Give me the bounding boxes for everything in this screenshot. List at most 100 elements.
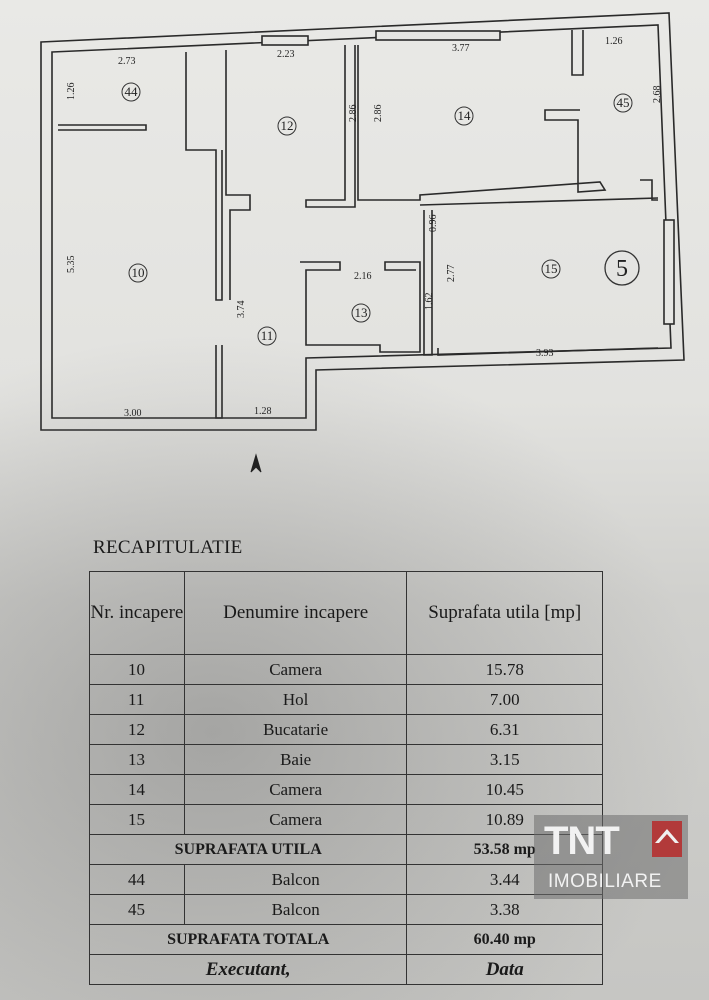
dim-3-74: 3.74 xyxy=(236,301,247,319)
room-circle-14 xyxy=(454,106,474,126)
useful-area-row: SUPRAFATA UTILA 53.58 mp xyxy=(88,834,603,865)
room-label-15: 15 xyxy=(545,261,558,276)
room-circle-13 xyxy=(351,303,371,323)
room-label-13: 13 xyxy=(355,305,368,320)
wall-10-11 xyxy=(185,52,223,301)
dim-2-68: 2.68 xyxy=(652,86,663,104)
cell-area: 3.38 xyxy=(406,894,603,925)
room-label-10: 10 xyxy=(132,265,145,280)
dim-2-16: 2.16 xyxy=(354,271,372,282)
room-label-44: 44 xyxy=(125,84,139,99)
north-arrow-icon xyxy=(250,453,262,473)
room-label-12: 12 xyxy=(281,118,294,133)
dim-1-26b: 1.26 xyxy=(605,36,623,47)
cell-nr: 44 xyxy=(89,864,185,895)
cell-nr: 11 xyxy=(89,684,185,715)
cell-name: Baie xyxy=(183,744,408,775)
dim-1-28: 1.28 xyxy=(254,406,272,417)
dim-2-86a: 2.86 xyxy=(348,105,359,123)
wall-15-left xyxy=(423,210,433,356)
useful-area-label: SUPRAFATA UTILA xyxy=(88,834,408,865)
header-nr: Nr. incapere xyxy=(89,571,185,655)
cell-nr: 14 xyxy=(89,774,185,805)
dim-3-93: 3.93 xyxy=(536,348,554,359)
apartment-number-circle xyxy=(604,250,640,286)
cell-name: Camera xyxy=(183,804,408,835)
table-row: 13 Baie 3.15 xyxy=(89,744,603,775)
table-row: 15 Camera 10.89 xyxy=(89,804,603,835)
dim-1-62: 1.62 xyxy=(424,293,435,311)
window xyxy=(261,35,309,46)
wall-15-bottom xyxy=(437,347,659,356)
cell-nr: 12 xyxy=(89,714,185,745)
date-label: Data xyxy=(406,954,603,985)
table-row: 44 Balcon 3.44 xyxy=(89,864,603,895)
outer-wall-outline xyxy=(40,12,685,431)
table-row: 10 Camera 15.78 xyxy=(89,654,603,685)
total-area-value: 60.40 mp xyxy=(406,924,603,955)
logo-main-text: TNT xyxy=(544,819,620,863)
table-row: 11 Hol 7.00 xyxy=(89,684,603,715)
total-area-row: SUPRAFATA TOTALA 60.40 mp xyxy=(88,924,603,955)
dim-2-86b: 2.86 xyxy=(373,105,384,123)
logo-sub-text: IMOBILIARE xyxy=(548,871,662,892)
wall-12 xyxy=(225,50,251,300)
dim-5-35: 5.35 xyxy=(66,256,77,274)
wall-45-right xyxy=(640,179,658,201)
header-area: Suprafata utila [mp] xyxy=(406,571,603,655)
window xyxy=(663,219,675,325)
room-circle-15 xyxy=(541,259,561,279)
room-circle-44 xyxy=(121,82,141,102)
cell-name: Camera xyxy=(183,654,408,685)
dim-2-23: 2.23 xyxy=(277,49,295,60)
cell-area: 10.45 xyxy=(406,774,603,805)
floor-plan: 2.73 1.26 2.23 2.86 2.86 3.77 1.26 2.68 … xyxy=(40,12,685,473)
dim-2-73: 2.73 xyxy=(118,56,136,67)
tnt-imobiliare-logo: TNT IMOBILIARE xyxy=(534,815,688,899)
room-circle-10 xyxy=(128,263,148,283)
total-area-label: SUPRAFATA TOTALA xyxy=(88,924,408,955)
cell-nr: 10 xyxy=(89,654,185,685)
cell-name: Balcon xyxy=(183,894,408,925)
room-label-11: 11 xyxy=(261,328,274,343)
outer-wall-inner xyxy=(51,24,672,419)
dim-3-77: 3.77 xyxy=(452,43,470,54)
dim-0-96: 0.96 xyxy=(428,215,439,233)
executant-label: Executant, xyxy=(88,954,408,985)
dim-3-00: 3.00 xyxy=(124,408,142,419)
wall-45 xyxy=(571,30,584,76)
table-row: 45 Balcon 3.38 xyxy=(89,894,603,925)
room-circle-45 xyxy=(613,93,633,113)
cell-name: Camera xyxy=(183,774,408,805)
recap-title: RECAPITULATIE xyxy=(93,537,243,558)
cell-name: Balcon xyxy=(183,864,408,895)
dim-2-77: 2.77 xyxy=(446,265,457,283)
cell-area: 7.00 xyxy=(406,684,603,715)
wall-14 xyxy=(357,45,607,201)
room-circle-11 xyxy=(257,326,277,346)
cell-name: Hol xyxy=(183,684,408,715)
wall-balcony44 xyxy=(58,124,147,131)
recap-table: Nr. incapere Denumire incapere Suprafata… xyxy=(88,571,603,985)
window xyxy=(375,30,501,41)
room-label-14: 14 xyxy=(458,108,472,123)
table-header-row: Nr. incapere Denumire incapere Suprafata… xyxy=(89,571,603,655)
header-name: Denumire incapere xyxy=(183,571,408,655)
dim-1-26a: 1.26 xyxy=(66,83,77,101)
cell-nr: 13 xyxy=(89,744,185,775)
house-roof-icon xyxy=(652,821,682,857)
wall-12-14 xyxy=(305,45,356,208)
cell-area: 3.15 xyxy=(406,744,603,775)
cell-nr: 15 xyxy=(89,804,185,835)
wall-10-11-lower xyxy=(215,345,223,419)
table-row: 14 Camera 10.45 xyxy=(89,774,603,805)
cell-nr: 45 xyxy=(89,894,185,925)
apartment-number: 5 xyxy=(616,256,628,282)
room-circle-12 xyxy=(277,116,297,136)
wall-15-top xyxy=(419,197,659,206)
wall-13 xyxy=(300,261,421,353)
cell-name: Bucatarie xyxy=(183,714,408,745)
executant-row: Executant, Data xyxy=(88,954,603,985)
table-row: 12 Bucatarie 6.31 xyxy=(89,714,603,745)
room-label-45: 45 xyxy=(617,95,630,110)
